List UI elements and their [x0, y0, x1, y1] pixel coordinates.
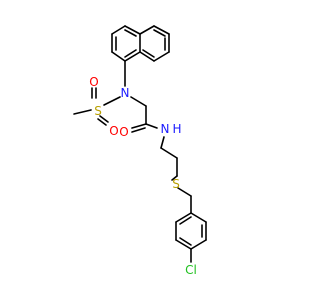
- atom-label-h-amide: H: [172, 122, 181, 136]
- bond: [175, 212, 192, 223]
- bond: [177, 187, 192, 197]
- bond: [131, 127, 146, 133]
- bond: [99, 115, 109, 123]
- bond: [171, 175, 178, 181]
- atom-label-o-carbonyl: O: [119, 125, 128, 139]
- bond: [131, 123, 147, 129]
- bond: [190, 239, 207, 250]
- double-bond-inner: [179, 216, 192, 225]
- bond: [160, 147, 178, 159]
- bond: [124, 51, 141, 62]
- atom-label-o-sulfonyl-left: O: [89, 75, 98, 89]
- sulfonamide-group: [73, 87, 121, 126]
- bond: [103, 96, 121, 106]
- bond: [175, 239, 192, 250]
- bond: [111, 51, 126, 62]
- bond: [190, 212, 207, 223]
- double-bond-inner: [124, 29, 137, 37]
- bond: [139, 25, 155, 35]
- atom-label-o-sulfonyl-bottom: O: [109, 124, 118, 138]
- atom-label-cl: Cl: [185, 263, 197, 277]
- bond: [139, 51, 155, 62]
- bond: [73, 109, 92, 115]
- molecule-structure-diagram: N S O O O N H S Cl: [73, 25, 207, 277]
- double-bond-inner: [142, 49, 155, 58]
- bond: [153, 25, 170, 35]
- double-bond-inner: [179, 237, 192, 246]
- bond: [130, 96, 147, 107]
- naphthalene-group: [111, 25, 170, 62]
- atom-label-n-sulfonamide: N: [121, 86, 130, 100]
- atom-label-s-thioether: S: [172, 177, 180, 191]
- chlorophenyl-group: [175, 212, 207, 250]
- double-bond-inner: [153, 29, 166, 37]
- double-bond-inner: [124, 49, 137, 58]
- bond: [153, 51, 170, 62]
- bond: [160, 136, 165, 149]
- atom-label-n-amide: N: [161, 122, 170, 136]
- bond: [124, 25, 141, 35]
- atom-label-s-sulfonyl: S: [94, 104, 102, 118]
- bond: [145, 123, 158, 129]
- bond: [111, 25, 126, 35]
- bond: [97, 118, 107, 126]
